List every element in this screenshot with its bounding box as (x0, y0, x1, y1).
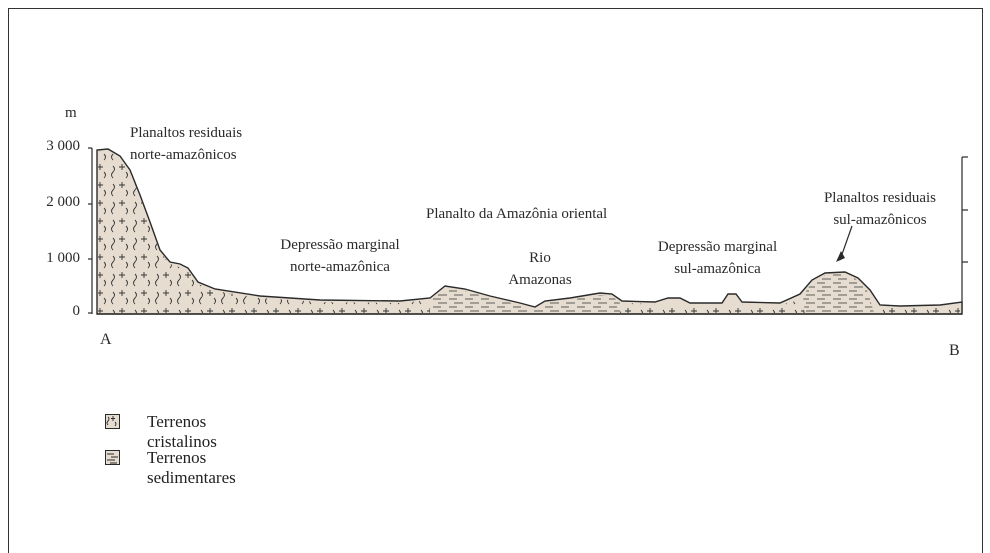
label-planaltos-norte-1: Planaltos residuais (130, 124, 242, 143)
label-depressao-norte-2: norte-amazônica (255, 258, 425, 277)
label-planalto-oriental: Planalto da Amazônia oriental (426, 205, 607, 224)
label-planaltos-sul-2: sul-amazônicos (800, 211, 960, 230)
label-depressao-norte-1: Depressão marginal (255, 236, 425, 255)
label-rio-2: Amazonas (490, 271, 590, 290)
label-depressao-sul-2: sul-amazônica (640, 260, 795, 279)
legend-label: Terrenos cristalinos (147, 412, 217, 452)
legend-swatch-crystalline (105, 414, 120, 429)
label-planaltos-norte-2: norte-amazônicos (130, 146, 237, 165)
sedimentary-area (432, 288, 620, 313)
label-planaltos-sul-1: Planaltos residuais (800, 189, 960, 208)
legend-swatch-sedimentary (105, 450, 120, 465)
crystalline-area (98, 151, 430, 313)
pointer-arrowhead (836, 251, 845, 262)
endpoint-a: A (100, 330, 112, 349)
endpoint-b: B (949, 341, 960, 360)
legend-label: Terrenos sedimentares (147, 448, 236, 488)
label-depressao-sul-1: Depressão marginal (640, 238, 795, 257)
label-rio-1: Rio (490, 249, 590, 268)
